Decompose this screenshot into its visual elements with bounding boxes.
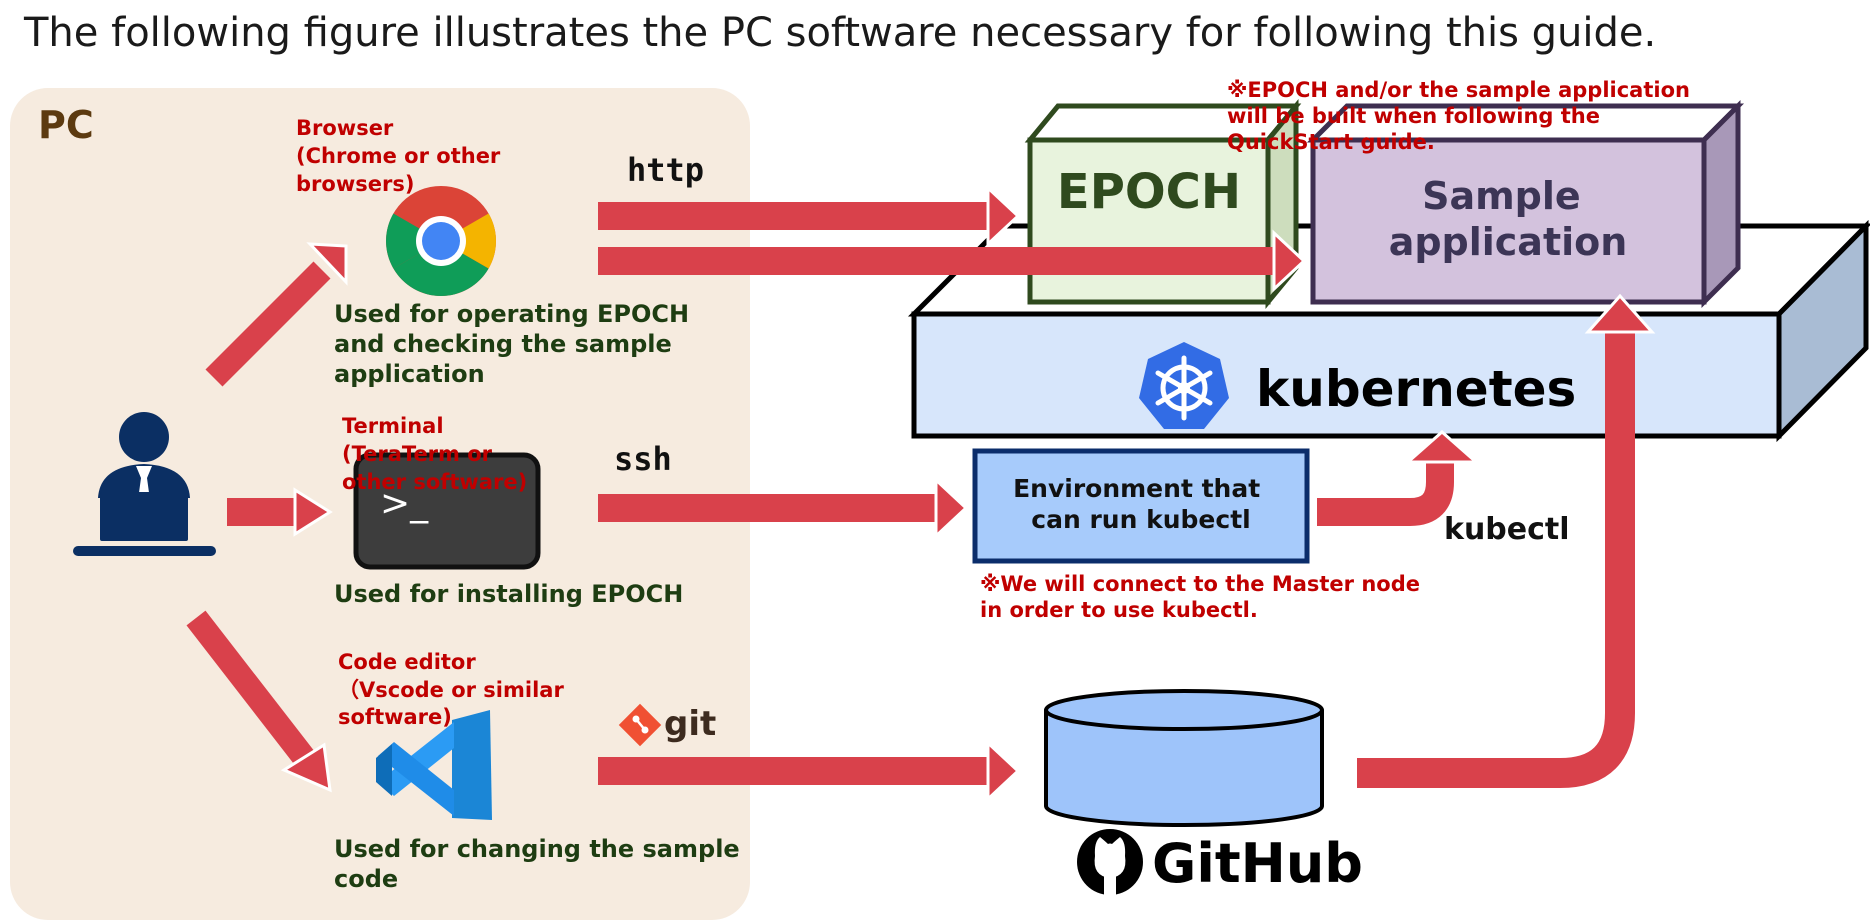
kubernetes-label: kubernetes xyxy=(1256,360,1576,418)
browser-usage: Used for operating EPOCH and checking th… xyxy=(334,300,697,388)
build-note: ※EPOCH and/or the sample application wil… xyxy=(1227,78,1697,154)
user-at-laptop-icon xyxy=(73,412,216,556)
github-octocat-icon xyxy=(1077,829,1143,895)
code-editor-usage: Used for changing the sample code xyxy=(334,835,748,893)
terminal-title: Terminal (TeraTerm or other software) xyxy=(342,414,527,494)
epoch-label: EPOCH xyxy=(1057,164,1241,220)
github-label: GitHub xyxy=(1152,832,1363,895)
terminal-icon: >_ xyxy=(353,452,541,570)
arrow-github-to-sample-application xyxy=(1357,293,1656,788)
arrow-user-to-browser xyxy=(205,242,348,387)
sample-application-box: Sample application xyxy=(1306,99,1745,309)
arrow-code-editor-to-github xyxy=(598,739,1021,803)
arrow-user-to-code-editor xyxy=(186,610,332,793)
pc-label: PC xyxy=(38,103,94,147)
terminal-usage: Used for installing EPOCH xyxy=(334,580,683,608)
kubectl-environment-note: ※We will connect to the Master node in o… xyxy=(980,572,1427,622)
kubectl-environment-label: Environment that can run kubectl xyxy=(1013,474,1269,534)
ssh-label: ssh xyxy=(614,440,672,478)
arrow-kubectl-to-kubernetes xyxy=(1317,429,1480,526)
chrome-icon xyxy=(386,186,496,296)
code-editor-title: Code editor （Vscode or similar software) xyxy=(338,650,571,729)
github-repository-cylinder xyxy=(1044,689,1324,827)
git-label: git xyxy=(664,704,716,744)
kubectl-arrow-label: kubectl xyxy=(1444,512,1570,547)
http-label: http xyxy=(627,151,704,189)
page-heading: The following figure illustrates the PC … xyxy=(23,10,1656,56)
sample-application-label: Sample application xyxy=(1389,174,1628,264)
kubernetes-helm-icon xyxy=(1139,342,1229,429)
arrow-terminal-to-kubectl-environment xyxy=(598,476,969,540)
kubectl-environment-box: Environment that can run kubectl xyxy=(972,448,1310,564)
vscode-icon xyxy=(376,710,492,820)
browser-title: Browser (Chrome or other browsers) xyxy=(296,116,508,196)
arrow-browser-to-epoch xyxy=(598,184,1021,248)
terminal-prompt: >_ xyxy=(380,483,429,524)
arrow-user-to-terminal xyxy=(227,487,333,537)
arrow-browser-to-sample-application xyxy=(598,229,1307,293)
